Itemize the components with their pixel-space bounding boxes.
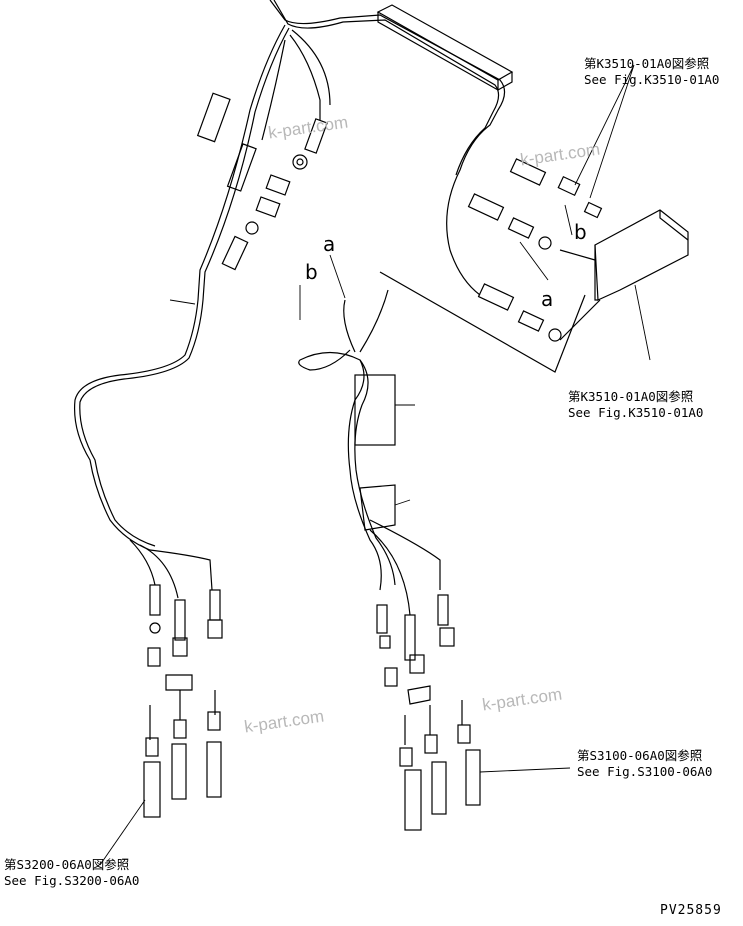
right-pedal-box xyxy=(379,209,689,373)
callout-b-upper: b xyxy=(305,260,318,284)
callout-b-right: b xyxy=(574,220,587,244)
ref-k3510-top-en: See Fig.K3510-01A0 xyxy=(584,72,720,87)
ref-k3510-top: 第K3510-01A0図参照 See Fig.K3510-01A0 xyxy=(584,56,719,88)
ref-s3200-en: See Fig.S3200-06A0 xyxy=(4,873,140,888)
middle-harness xyxy=(298,289,441,616)
ref-k3510-mid: 第K3510-01A0図参照 See Fig.K3510-01A0 xyxy=(568,389,703,421)
ref-s3100: 第S3100-06A0図参照 See Fig.S3100-06A0 xyxy=(577,748,712,780)
ref-s3100-en: See Fig.S3100-06A0 xyxy=(577,764,713,779)
upper-left-fittings xyxy=(196,92,328,271)
callout-a-upper: a xyxy=(323,232,336,256)
ref-k3510-mid-jp: 第K3510-01A0図参照 xyxy=(568,389,694,404)
callout-a-lower: a xyxy=(541,287,554,311)
ref-s3200: 第S3200-06A0図参照 See Fig.S3200-06A0 xyxy=(4,857,139,889)
lower-left-fittings xyxy=(143,584,223,818)
ref-s3100-jp: 第S3100-06A0図参照 xyxy=(577,748,703,763)
lower-middle-fittings xyxy=(376,594,481,831)
right-branch-fittings xyxy=(467,158,603,342)
upper-harness xyxy=(73,0,506,599)
ref-k3510-top-jp: 第K3510-01A0図参照 xyxy=(584,56,710,71)
leader-lines xyxy=(99,64,651,866)
ref-s3200-jp: 第S3200-06A0図参照 xyxy=(4,857,130,872)
ref-k3510-mid-en: See Fig.K3510-01A0 xyxy=(568,405,704,420)
top-valve-box xyxy=(376,4,514,92)
drawing-number: PV25859 xyxy=(660,903,722,918)
